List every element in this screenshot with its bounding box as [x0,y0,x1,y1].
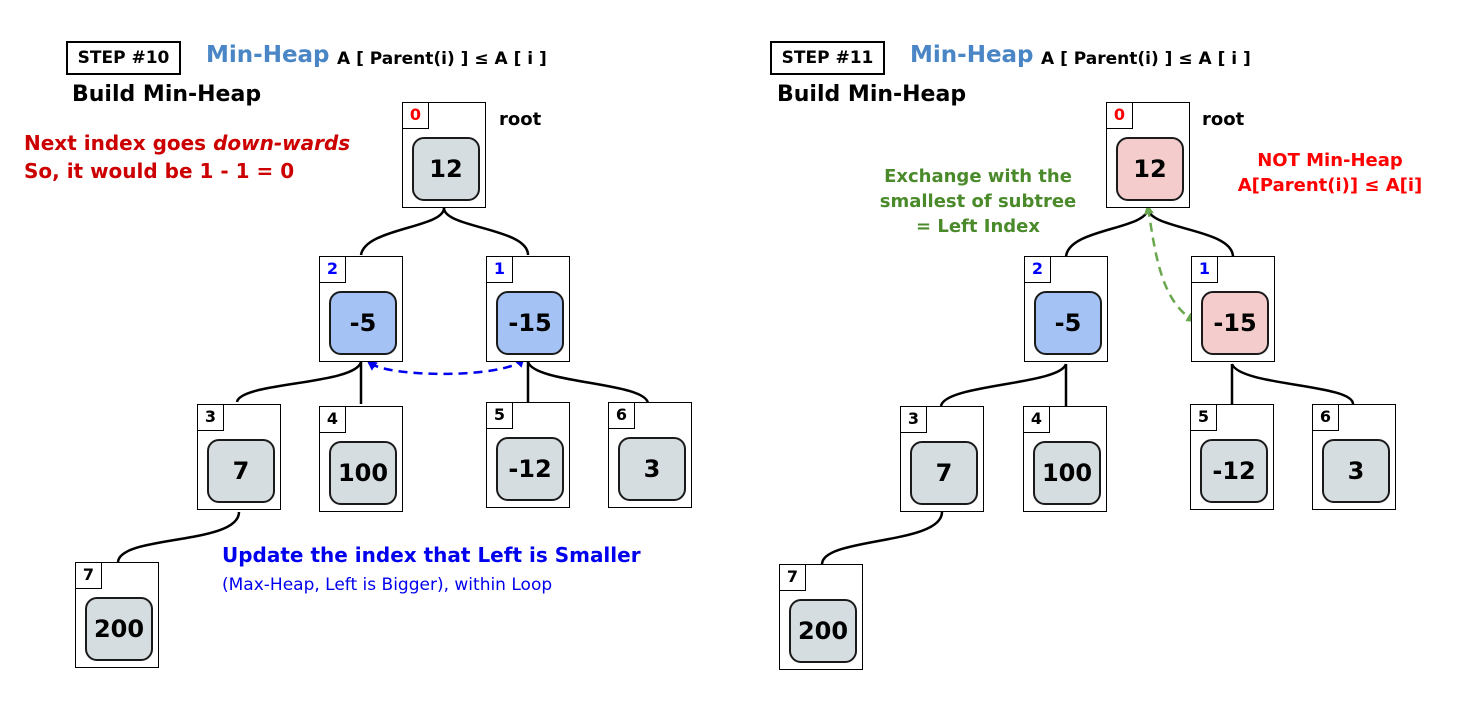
step-label: STEP #10 [66,41,181,75]
edge-3-7 [820,511,944,565]
heap-node-6: 6 3 [608,402,692,508]
node-index: 6 [609,403,635,429]
heap-property-formula: A [ Parent(i) ] ≤ A [ i ] [1041,49,1251,69]
node-value: -5 [1034,291,1102,355]
node-index: 0 [1107,103,1133,129]
heap-node-1: 1 -15 [1191,256,1275,362]
heap-node-7: 7 200 [75,562,159,668]
heap-node-6: 6 3 [1312,404,1396,510]
edge-0-2 [1064,207,1150,258]
node-index: 3 [198,405,224,431]
node-index: 6 [1313,405,1339,431]
tree-edges [116,207,650,563]
step-10-panel: STEP #10 Min-Heap A [ Parent(i) ] ≤ A [ … [0,0,720,713]
not-min-heap-line: NOT Min-Heap [1257,150,1403,171]
node-value: -15 [496,291,564,355]
exchange-note-line: smallest of subtree [879,191,1077,212]
node-index: 1 [1192,257,1218,283]
not-min-heap-line: A[Parent(i)] ≤ A[i] [1237,175,1423,196]
edge-2-3 [235,361,363,403]
tree-edges [820,204,1355,565]
node-index: 2 [1025,257,1051,283]
node-value: 100 [1033,441,1101,505]
node-index: 2 [320,257,346,283]
node-value: 100 [329,441,397,505]
heap-node-5: 5 -12 [1190,404,1274,510]
heap-node-3: 3 7 [197,404,281,510]
node-index: 5 [1191,405,1217,431]
node-value: 12 [1116,137,1184,201]
node-index: 1 [487,257,513,283]
node-value: 7 [207,439,275,503]
heap-node-0: 0 12 [402,102,486,208]
edge-1-6 [1230,363,1355,405]
build-min-heap-label: Build Min-Heap [777,82,967,107]
node-value: -5 [329,291,397,355]
heap-node-0: 0 12 [1106,102,1190,208]
exchange-note: Exchange with the smallest of subtree = … [863,164,1093,239]
node-value: 12 [412,137,480,201]
heap-node-2: 2 -5 [1024,256,1108,362]
exchange-note-line: Exchange with the [884,166,1072,187]
node-value: 3 [1322,439,1390,503]
node-value: 3 [618,437,686,501]
node-value: 200 [85,597,153,661]
node-value: -12 [496,437,564,501]
swap-arrow [366,357,525,376]
root-label: root [1202,109,1245,130]
node-index: 4 [1024,407,1050,433]
update-index-subnote: (Max-Heap, Left is Bigger), within Loop [222,575,553,595]
edge-1-6 [526,361,650,405]
build-min-heap-label: Build Min-Heap [72,82,262,107]
step-11-panel: STEP #11 Min-Heap A [ Parent(i) ] ≤ A [ … [705,0,1425,713]
heap-node-4: 4 100 [319,406,403,512]
heap-node-7: 7 200 [779,564,863,670]
edge-0-1 [442,207,530,256]
node-index: 3 [901,407,927,433]
edge-3-7 [116,511,241,563]
node-value: 200 [789,599,857,663]
node-value: -15 [1201,291,1269,355]
heap-type-title: Min-Heap [910,42,1034,68]
index-calculation-note: So, it would be 1 - 1 = 0 [24,159,295,183]
next-index-note-emphasis: down-wards [213,131,351,155]
heap-node-3: 3 7 [900,406,984,512]
node-value: 7 [910,441,978,505]
edge-2-3 [939,363,1068,407]
update-index-note: Update the index that Left is Smaller [222,543,641,567]
heap-node-1: 1 -15 [486,256,570,362]
next-index-note-text: Next index goes [24,131,214,155]
node-index: 4 [320,407,346,433]
node-value: -12 [1200,439,1268,503]
next-index-note: Next index goes down-wards [24,131,350,155]
node-index: 5 [487,403,513,429]
exchange-note-line: = Left Index [916,216,1040,237]
edge-0-1 [1146,207,1235,258]
root-label: root [499,109,542,130]
heap-node-5: 5 -12 [486,402,570,508]
not-min-heap-note: NOT Min-Heap A[Parent(i)] ≤ A[i] [1235,148,1425,198]
node-index: 7 [780,565,806,591]
heap-type-title: Min-Heap [206,42,330,68]
heap-node-4: 4 100 [1023,406,1107,512]
edge-0-2 [359,207,446,256]
node-index: 0 [403,103,429,129]
step-label: STEP #11 [770,41,885,75]
node-index: 7 [76,563,102,589]
heap-property-formula: A [ Parent(i) ] ≤ A [ i ] [337,49,547,69]
heap-node-2: 2 -5 [319,256,403,362]
exchange-arrow [1144,204,1197,323]
